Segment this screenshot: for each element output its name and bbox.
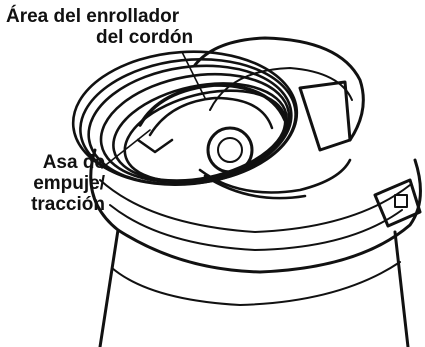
push-pull-handle — [136, 83, 287, 154]
push-pull-handle-label-line3: tracción — [31, 194, 105, 215]
push-pull-handle-label-line1: Asa de — [42, 152, 105, 173]
push-pull-handle-label-line2: empuje/ — [33, 173, 105, 194]
push-pull-handle-label: Asa de empuje/ tracción — [20, 152, 105, 215]
handle-leader-line — [101, 129, 151, 169]
cord-area-leader-line — [181, 51, 206, 99]
coiled-cord — [71, 50, 352, 200]
canister-lid — [89, 148, 422, 274]
cord-wrap-area-label: Área del enrollador del cordón — [6, 6, 193, 48]
canister-body — [98, 228, 410, 347]
cord-wrap-area-label-line2: del cordón — [96, 27, 194, 48]
cord-wrap-area-label-line1: Área del enrollador — [6, 6, 180, 27]
